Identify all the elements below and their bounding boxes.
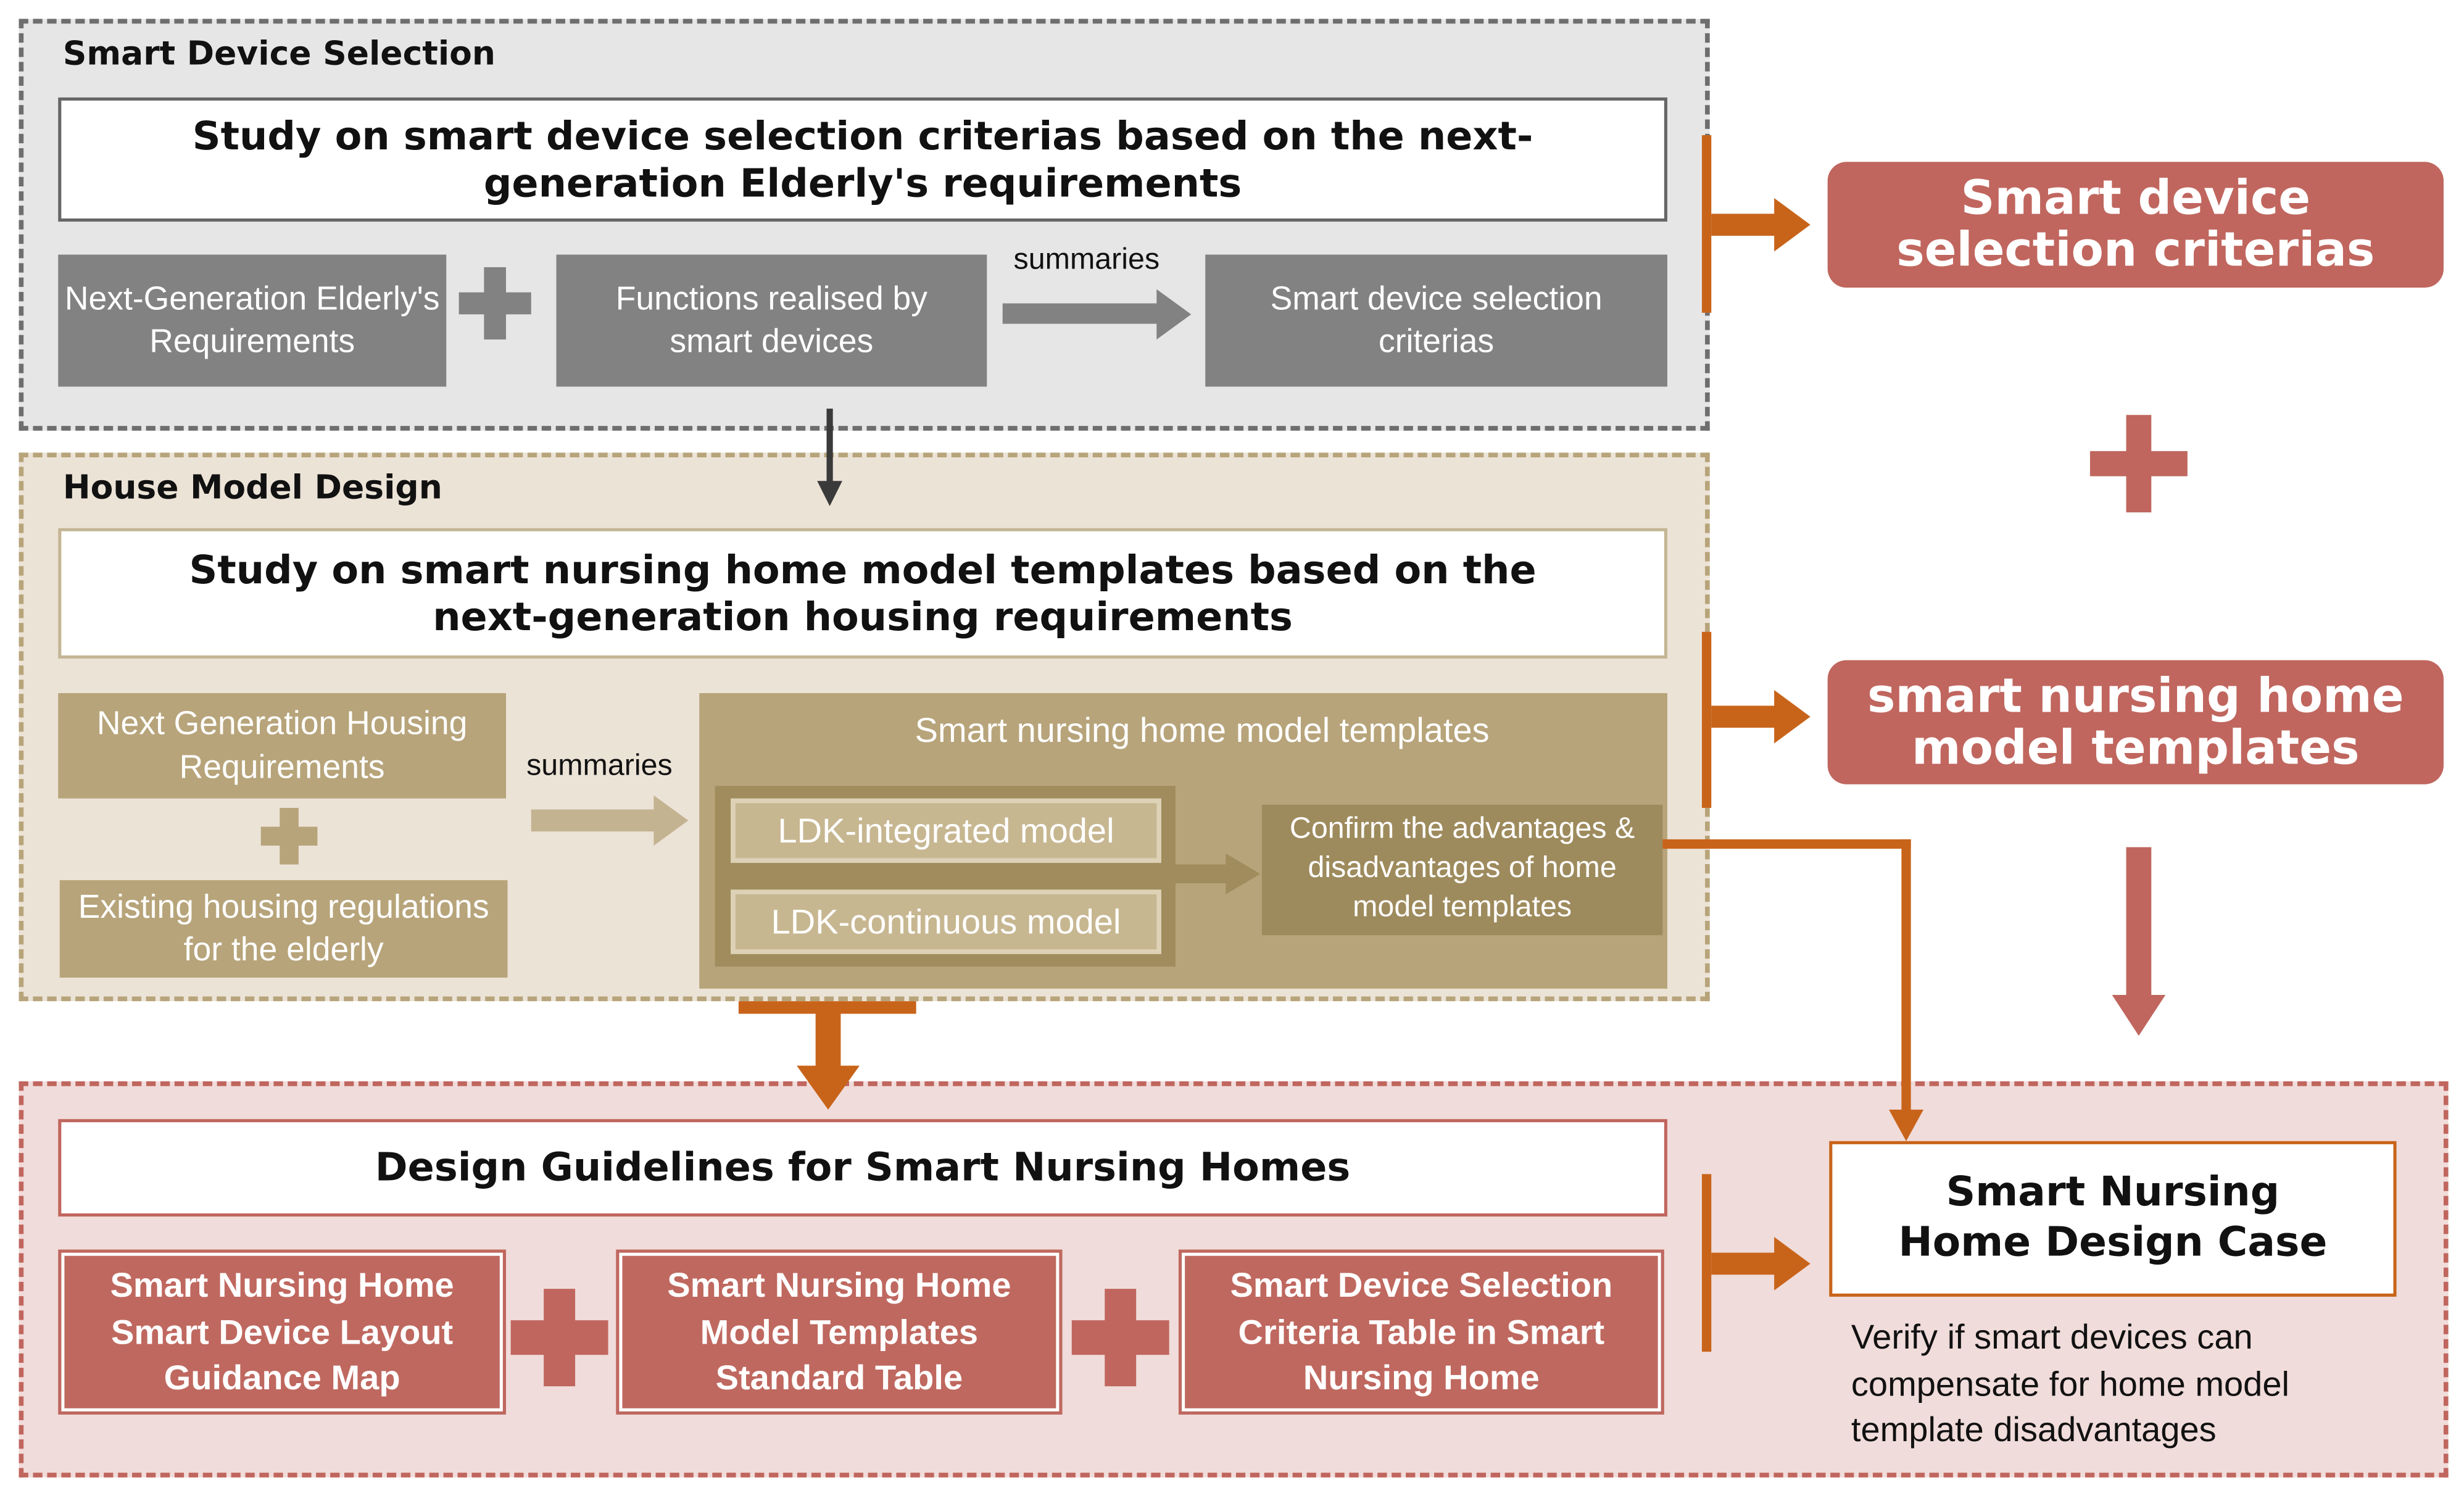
summaries-arrow-1 bbox=[1002, 289, 1192, 340]
templates-output: smart nursing home model templates bbox=[1827, 660, 2444, 784]
plus-icon-5 bbox=[1071, 1289, 1169, 1387]
confirm-advantages-box: Confirm the advantages & disadvantages o… bbox=[1261, 804, 1663, 936]
housing-regulations-box: Existing housing regulations for the eld… bbox=[59, 880, 508, 978]
house-model-section-label: House Model Design bbox=[62, 468, 442, 507]
summaries-label-1: summaries bbox=[1013, 243, 1160, 277]
templates-standard-card: Smart Nursing Home Model Templates Stand… bbox=[616, 1249, 1063, 1415]
elderly-requirements-box: Next-Generation Elderly's Requirements bbox=[58, 254, 447, 387]
design-case-box: Smart Nursing Home Design Case bbox=[1829, 1141, 2397, 1297]
criteria-table-card: Smart Device Selection Criteria Table in… bbox=[1178, 1249, 1664, 1415]
design-case-note: Verify if smart devices can compensate f… bbox=[1851, 1317, 2289, 1450]
house-to-guidelines-arrow bbox=[738, 1001, 916, 1110]
confirm-to-case-connector bbox=[1662, 839, 1924, 1141]
smart-device-section-label: Smart Device Selection bbox=[62, 35, 496, 73]
plus-icon-4 bbox=[510, 1289, 608, 1387]
criteria-bracket-arrow bbox=[1701, 135, 1811, 313]
ldk-integrated-model: LDK-integrated model bbox=[731, 798, 1161, 863]
model-templates-title: Smart nursing home model templates bbox=[915, 710, 1490, 750]
layout-guidance-card: Smart Nursing Home Smart Device Layout G… bbox=[58, 1249, 507, 1415]
selection-criteria-box: Smart device selection criterias bbox=[1205, 254, 1667, 387]
section-down-arrow bbox=[817, 409, 842, 507]
house-model-study-title: Study on smart nursing home model templa… bbox=[58, 528, 1667, 659]
templates-to-case-arrow bbox=[2112, 847, 2166, 1036]
plus-icon-3 bbox=[2089, 415, 2188, 513]
housing-requirements-box: Next Generation Housing Requirements bbox=[58, 693, 507, 799]
plus-icon-1 bbox=[458, 267, 531, 340]
smart-device-study-title: Study on smart device selection criteria… bbox=[58, 97, 1667, 222]
ldk-continuous-model: LDK-continuous model bbox=[731, 889, 1161, 954]
summaries-label-2: summaries bbox=[526, 749, 673, 783]
models-to-confirm-arrow bbox=[1172, 853, 1261, 895]
criteria-output: Smart device selection criterias bbox=[1827, 162, 2444, 288]
guidelines-title: Design Guidelines for Smart Nursing Home… bbox=[58, 1119, 1667, 1217]
plus-icon-2 bbox=[260, 807, 318, 865]
templates-bracket-arrow bbox=[1701, 631, 1811, 808]
case-bracket-arrow bbox=[1701, 1174, 1811, 1352]
smart-device-functions-box: Functions realised by smart devices bbox=[556, 254, 987, 387]
summaries-arrow-2 bbox=[531, 795, 689, 846]
